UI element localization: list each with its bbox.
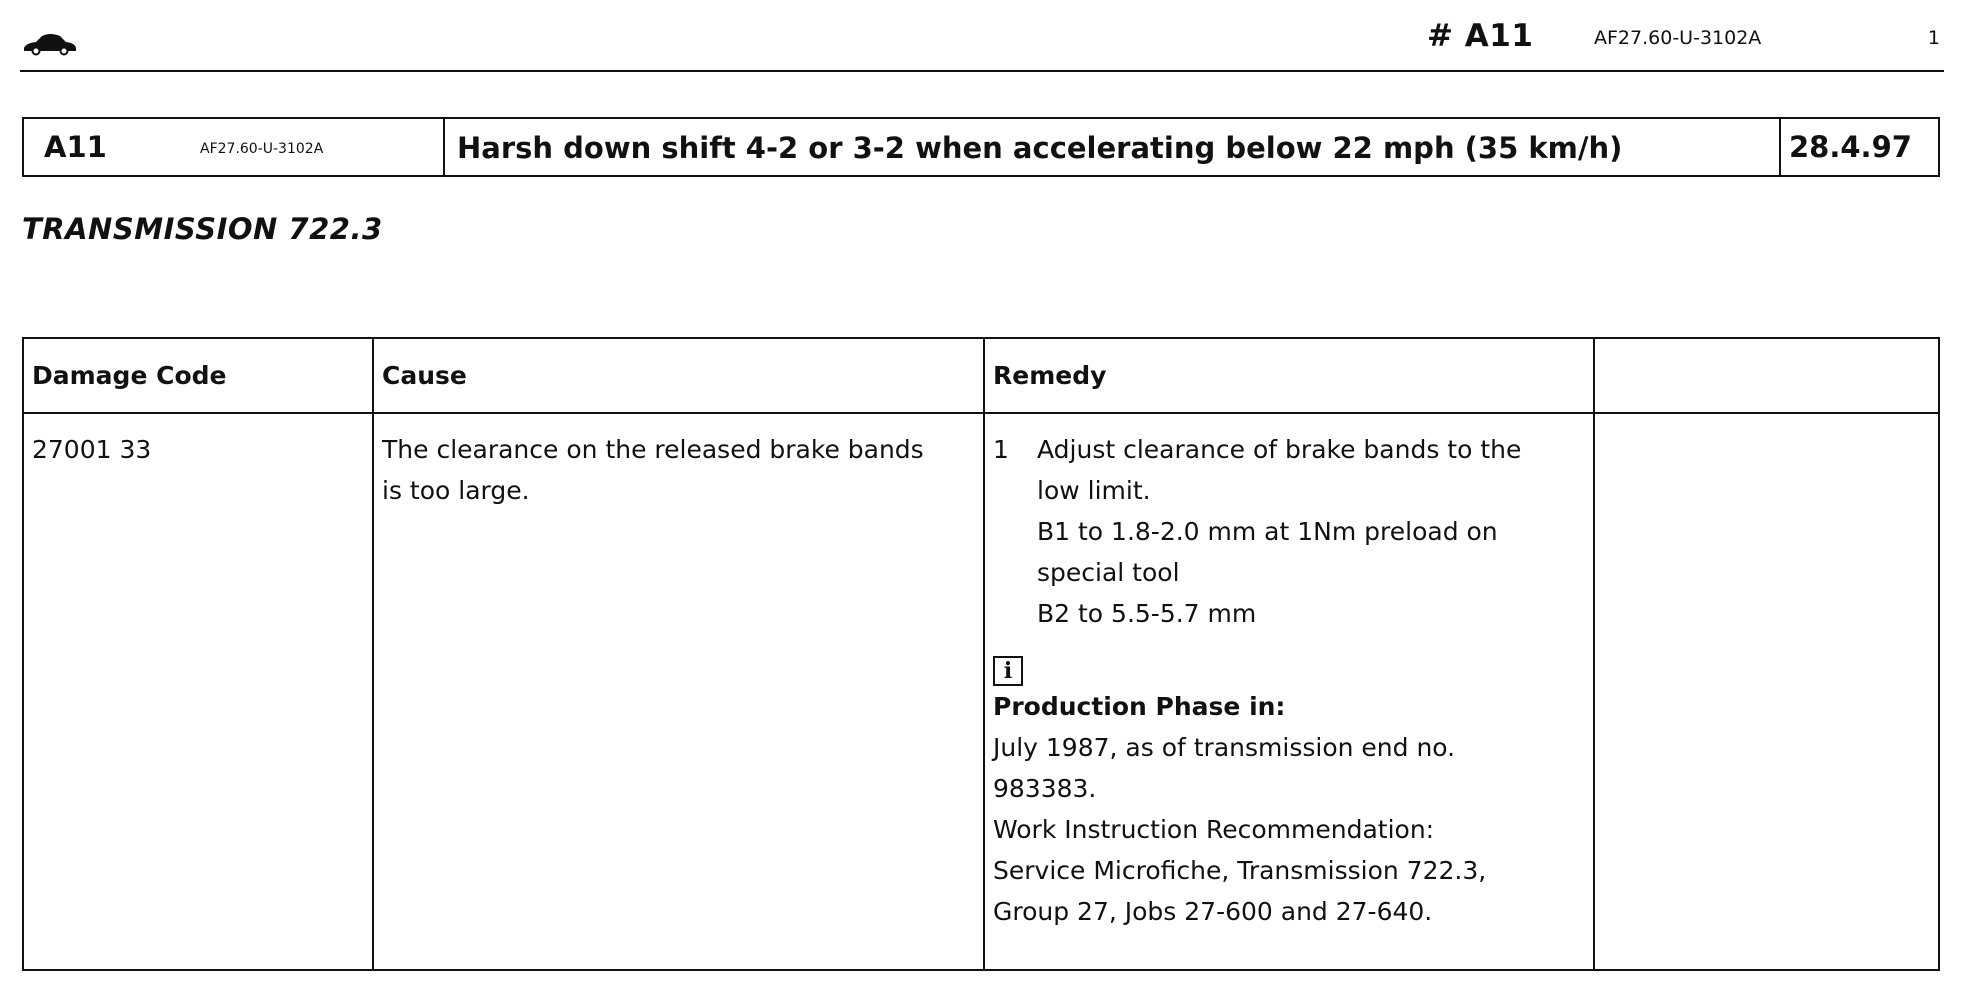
header-cause: Cause bbox=[382, 361, 467, 390]
step-line: low limit. bbox=[1037, 476, 1151, 505]
step-line: special tool bbox=[1037, 558, 1180, 587]
step-line: Adjust clearance of brake bands to the bbox=[1037, 435, 1522, 464]
cause-line: The clearance on the released brake band… bbox=[382, 435, 924, 464]
damage-table: Damage Code 27001 33 Cause The clearance… bbox=[22, 337, 1940, 971]
production-line: Work Instruction Recommendation: bbox=[993, 815, 1435, 844]
column-cause: Cause The clearance on the released brak… bbox=[374, 339, 985, 969]
remedy-step: 1 Adjust clearance of brake bands to the… bbox=[993, 429, 1585, 634]
column-notes bbox=[1595, 339, 1938, 969]
header-remedy: Remedy bbox=[993, 361, 1107, 390]
table-header-divider bbox=[24, 412, 1938, 414]
step-line: B1 to 1.8-2.0 mm at 1Nm preload on bbox=[1037, 517, 1498, 546]
damage-code-value: 27001 33 bbox=[32, 435, 152, 464]
production-line: 983383. bbox=[993, 774, 1097, 803]
step-number: 1 bbox=[993, 435, 1009, 464]
header-doc-number: AF27.60-U-3102A bbox=[1594, 27, 1762, 49]
page-number: 1 bbox=[1927, 27, 1940, 49]
title-code-cell: A11 AF27.60-U-3102A bbox=[24, 119, 445, 175]
title-text-cell: Harsh down shift 4-2 or 3-2 when acceler… bbox=[445, 119, 1781, 175]
page-title: Harsh down shift 4-2 or 3-2 when acceler… bbox=[457, 131, 1623, 165]
remedy-text: 1 Adjust clearance of brake bands to the… bbox=[993, 429, 1585, 932]
title-date: 28.4.97 bbox=[1789, 130, 1912, 164]
production-line: July 1987, as of transmission end no. bbox=[993, 733, 1456, 762]
production-line: Service Microfiche, Transmission 722.3, bbox=[993, 856, 1487, 885]
cause-line: is too large. bbox=[382, 476, 530, 505]
column-remedy: Remedy 1 Adjust clearance of brake bands… bbox=[985, 339, 1595, 969]
production-phase-title: Production Phase in: bbox=[993, 692, 1286, 721]
header-code: # A11 bbox=[1427, 18, 1534, 54]
cause-text: The clearance on the released brake band… bbox=[382, 429, 967, 511]
header-damage-code: Damage Code bbox=[32, 361, 227, 390]
header-divider bbox=[20, 70, 1944, 72]
page-header: # A11 AF27.60-U-3102A 1 bbox=[22, 18, 1942, 70]
title-date-cell: 28.4.97 bbox=[1781, 119, 1938, 175]
column-damage-code: Damage Code 27001 33 bbox=[24, 339, 374, 969]
title-code: A11 bbox=[44, 130, 107, 164]
info-icon: i bbox=[993, 656, 1023, 686]
car-icon bbox=[24, 34, 76, 56]
production-line: Group 27, Jobs 27-600 and 27-640. bbox=[993, 897, 1433, 926]
title-doc-number: AF27.60-U-3102A bbox=[200, 141, 324, 157]
title-bar: A11 AF27.60-U-3102A Harsh down shift 4-2… bbox=[22, 117, 1940, 177]
step-line: B2 to 5.5-5.7 mm bbox=[1037, 599, 1257, 628]
section-heading: TRANSMISSION 722.3 bbox=[22, 212, 383, 246]
